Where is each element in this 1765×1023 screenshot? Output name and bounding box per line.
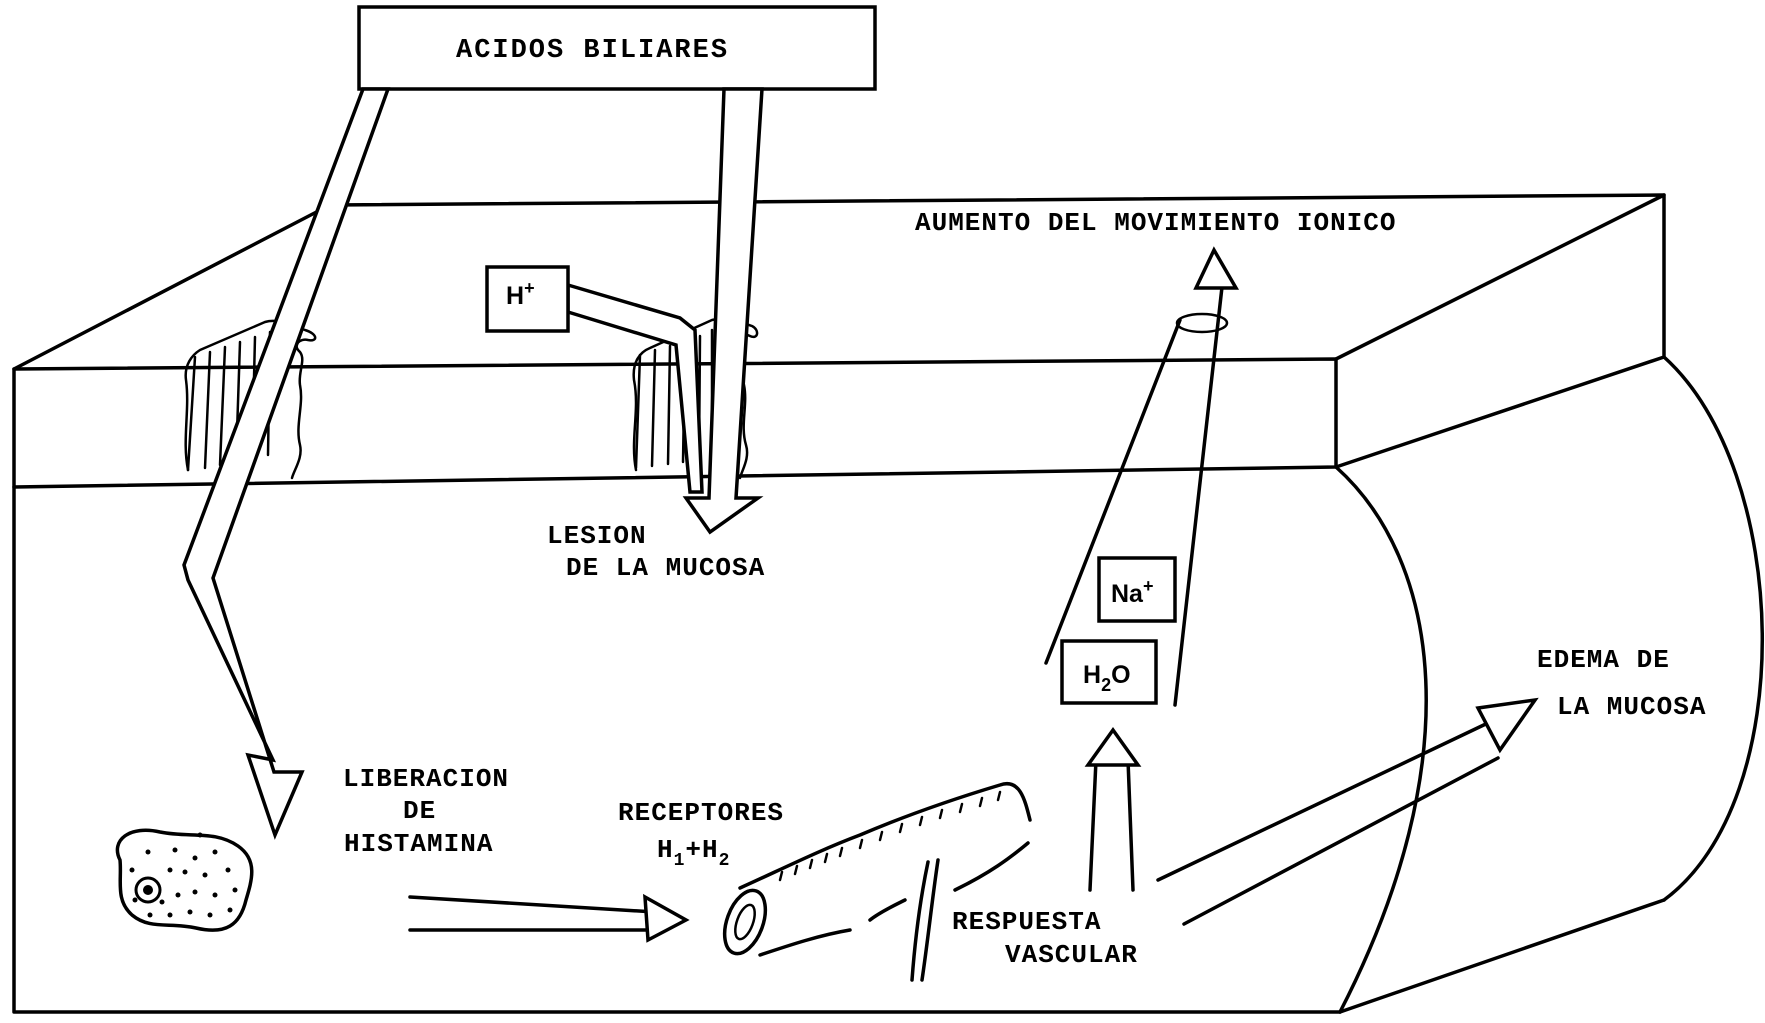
arrow-to-h2o bbox=[1088, 730, 1138, 890]
liberacion-line1: LIBERACION bbox=[343, 764, 509, 794]
lesion-label-line1: LESION bbox=[547, 521, 647, 551]
acidos-biliares-label: ACIDOS BILIARES bbox=[456, 36, 729, 66]
aumento-movimiento-label: AUMENTO DEL MOVIMIENTO IONICO bbox=[915, 208, 1396, 238]
liberacion-label: LIBERACION DE HISTAMINA bbox=[343, 764, 509, 859]
acidos-biliares-box: ACIDOS BILIARES bbox=[359, 7, 875, 89]
liberacion-line3: HISTAMINA bbox=[344, 829, 493, 859]
arrow-to-mast-cell bbox=[184, 89, 388, 835]
respuesta-line2: VASCULAR bbox=[1005, 940, 1138, 970]
respuesta-line1: RESPUESTA bbox=[952, 907, 1101, 937]
lesion-label-line2: DE LA MUCOSA bbox=[566, 553, 765, 583]
edema-label-line2: LA MUCOSA bbox=[1557, 692, 1706, 722]
arrow-to-edema bbox=[1158, 700, 1535, 924]
mast-cell bbox=[117, 830, 251, 930]
h2o-box: H2O bbox=[1062, 641, 1156, 703]
edema-label-line1: EDEMA DE bbox=[1537, 645, 1670, 675]
na-plus-box: Na+ bbox=[1099, 558, 1175, 621]
receptores-label: RECEPTORES H1+H2 bbox=[618, 798, 784, 871]
edema-label: EDEMA DE LA MUCOSA bbox=[1537, 645, 1706, 722]
arrow-to-receptors bbox=[410, 897, 686, 940]
receptores-line2: H1+H2 bbox=[657, 835, 730, 871]
liberacion-line2: DE bbox=[403, 796, 436, 826]
receptores-line1: RECEPTORES bbox=[618, 798, 784, 828]
respuesta-label: RESPUESTA VASCULAR bbox=[952, 907, 1138, 970]
lesion-label: LESION DE LA MUCOSA bbox=[547, 521, 765, 583]
ionic-movement-arrow bbox=[1046, 250, 1236, 705]
